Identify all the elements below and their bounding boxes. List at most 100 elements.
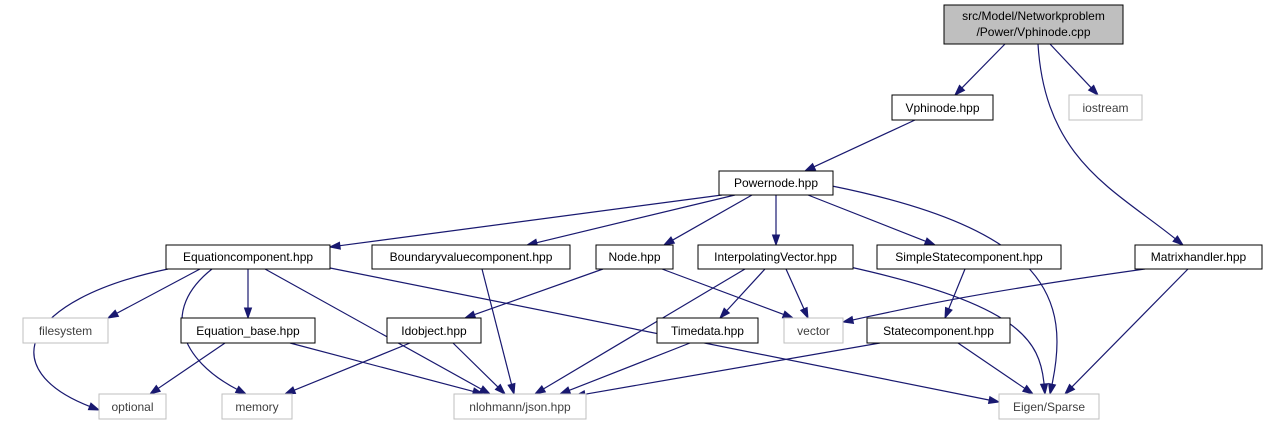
edge-equationcomponent-hpp-to-equation-base-hpp (243, 269, 253, 320)
arrowhead (478, 385, 492, 395)
edge-line (338, 194, 723, 247)
edge-powernode-hpp-to-node-hpp (662, 194, 753, 246)
edge-powernode-hpp-to-interpolatingvector-hpp (771, 195, 781, 247)
nodes-layer: src/Model/Networkproblem /Power/Vphinode… (22, 4, 1263, 420)
arrowhead (283, 386, 297, 395)
node-powernode-hpp[interactable]: Powernode.hpp (718, 170, 834, 196)
arrowhead (328, 241, 341, 250)
edge-equationcomponent-hpp-to-filesystem (106, 268, 201, 319)
arrowhead (771, 234, 781, 247)
edges-layer (33, 43, 1189, 411)
edge-line (661, 268, 785, 316)
arrowhead (803, 162, 817, 172)
arrowhead (1063, 383, 1076, 396)
edge-line (583, 342, 881, 396)
node-equation-base-hpp[interactable]: Equation_base.hpp (180, 317, 316, 344)
arrowhead (841, 315, 855, 324)
edge-line (831, 185, 1058, 386)
node-node-hpp[interactable]: Node.hpp (595, 244, 674, 270)
node-optional[interactable]: optional (98, 393, 167, 420)
root-label-line-2: /Power/Vphinode.cpp (976, 25, 1090, 39)
arrowhead (106, 309, 120, 319)
node-label: Equationcomponent.hpp (183, 250, 313, 264)
node-matrixhandler-hpp[interactable]: Matrixhandler.hpp (1134, 244, 1263, 270)
edge-equation-base-hpp-to-nlohmann-json-hpp (289, 342, 485, 396)
edge-line (452, 342, 499, 389)
edge-line (481, 268, 513, 386)
edge-line (293, 342, 411, 392)
node-nlohmann-json-hpp[interactable]: nlohmann/json.hpp (453, 393, 587, 420)
node-label: memory (235, 400, 278, 414)
edge-equationcomponent-hpp-to-nlohmann-json-hpp (264, 268, 492, 395)
arrowhead (1087, 84, 1100, 97)
node-memory[interactable]: memory (221, 393, 293, 420)
node-filesystem[interactable]: filesystem (22, 317, 109, 344)
edge-line (1070, 268, 1189, 389)
node-boundaryvaluecomponent-hpp[interactable]: Boundaryvaluecomponent.hpp (371, 244, 571, 270)
edge-line (812, 119, 916, 168)
arrowhead (1021, 384, 1035, 395)
edge-line (671, 194, 753, 242)
node-label: vector (797, 324, 830, 338)
edge-line (1037, 43, 1177, 240)
edge-vphinode-cpp-to-matrixhandler-hpp (1037, 43, 1185, 246)
node-label: nlohmann/json.hpp (469, 400, 571, 414)
node-label: Timedata.hpp (671, 324, 744, 338)
node-root-vphinode-cpp[interactable]: src/Model/Networkproblem /Power/Vphinode… (943, 4, 1124, 45)
edge-matrixhandler-hpp-to-eigen-sparse (1063, 268, 1189, 396)
edge-powernode-hpp-to-eigen-sparse (831, 185, 1058, 396)
node-timedata-hpp[interactable]: Timedata.hpp (656, 317, 759, 344)
edge-line (535, 194, 736, 244)
edge-line (785, 268, 805, 311)
edge-vphinode-cpp-to-iostream (1049, 43, 1100, 97)
arrowhead (494, 383, 507, 396)
arrowhead (533, 385, 547, 395)
node-label: Matrixhandler.hpp (1151, 250, 1247, 264)
arrowhead (234, 385, 248, 395)
node-equationcomponent-hpp[interactable]: Equationcomponent.hpp (165, 244, 331, 270)
edge-simplestatecomponent-hpp-to-statecomponent-hpp (944, 268, 966, 320)
node-eigen-sparse[interactable]: Eigen/Sparse (998, 393, 1100, 420)
edge-statecomponent-hpp-to-eigen-sparse (957, 342, 1035, 395)
edge-idobject-hpp-to-memory (283, 342, 411, 395)
arrowhead (463, 310, 477, 319)
node-vector[interactable]: vector (783, 317, 844, 344)
edge-interpolatingvector-hpp-to-vector (785, 268, 809, 320)
node-simplestatecomponent-hpp[interactable]: SimpleStatecomponent.hpp (876, 244, 1062, 270)
edge-vphinode-cpp-to-vphinode-hpp (953, 43, 1006, 97)
arrowhead (558, 386, 572, 395)
node-label: Boundaryvaluecomponent.hpp (390, 250, 553, 264)
node-label: InterpolatingVector.hpp (714, 250, 837, 264)
edge-equation-base-hpp-to-optional (148, 342, 226, 395)
node-vphinode-hpp[interactable]: Vphinode.hpp (891, 94, 994, 121)
arrowhead (1039, 383, 1049, 396)
node-iostream[interactable]: iostream (1068, 94, 1143, 121)
edge-node-hpp-to-idobject-hpp (463, 268, 604, 319)
node-label: iostream (1082, 101, 1128, 115)
node-interpolatingvector-hpp[interactable]: InterpolatingVector.hpp (697, 244, 854, 270)
edge-line (115, 268, 201, 315)
arrowhead (923, 237, 937, 246)
node-statecomponent-hpp[interactable]: Statecomponent.hpp (866, 317, 1011, 344)
node-idobject-hpp[interactable]: Idobject.hpp (386, 317, 482, 344)
edge-boundaryvaluecomponent-hpp-to-nlohmann-json-hpp (481, 268, 516, 396)
node-label: Vphinode.hpp (905, 101, 979, 115)
edge-powernode-hpp-to-boundaryvaluecomponent-hpp (525, 194, 736, 247)
node-label: SimpleStatecomponent.hpp (895, 250, 1043, 264)
arrowhead (987, 395, 1001, 405)
edge-line (473, 268, 604, 316)
edge-powernode-hpp-to-equationcomponent-hpp (328, 194, 723, 250)
edge-line (542, 268, 746, 390)
edge-interpolatingvector-hpp-to-nlohmann-json-hpp (533, 268, 746, 395)
arrowhead (953, 84, 966, 97)
arrowhead (507, 382, 516, 396)
edge-line (725, 268, 766, 312)
edge-interpolatingvector-hpp-to-timedata-hpp (718, 268, 766, 320)
edge-vphinode-hpp-to-powernode-hpp (803, 119, 916, 172)
root-label-line-1: src/Model/Networkproblem (962, 9, 1105, 23)
node-label: optional (111, 400, 153, 414)
edge-line (568, 342, 691, 392)
node-label: Equation_base.hpp (196, 324, 300, 338)
arrowhead (718, 307, 731, 320)
